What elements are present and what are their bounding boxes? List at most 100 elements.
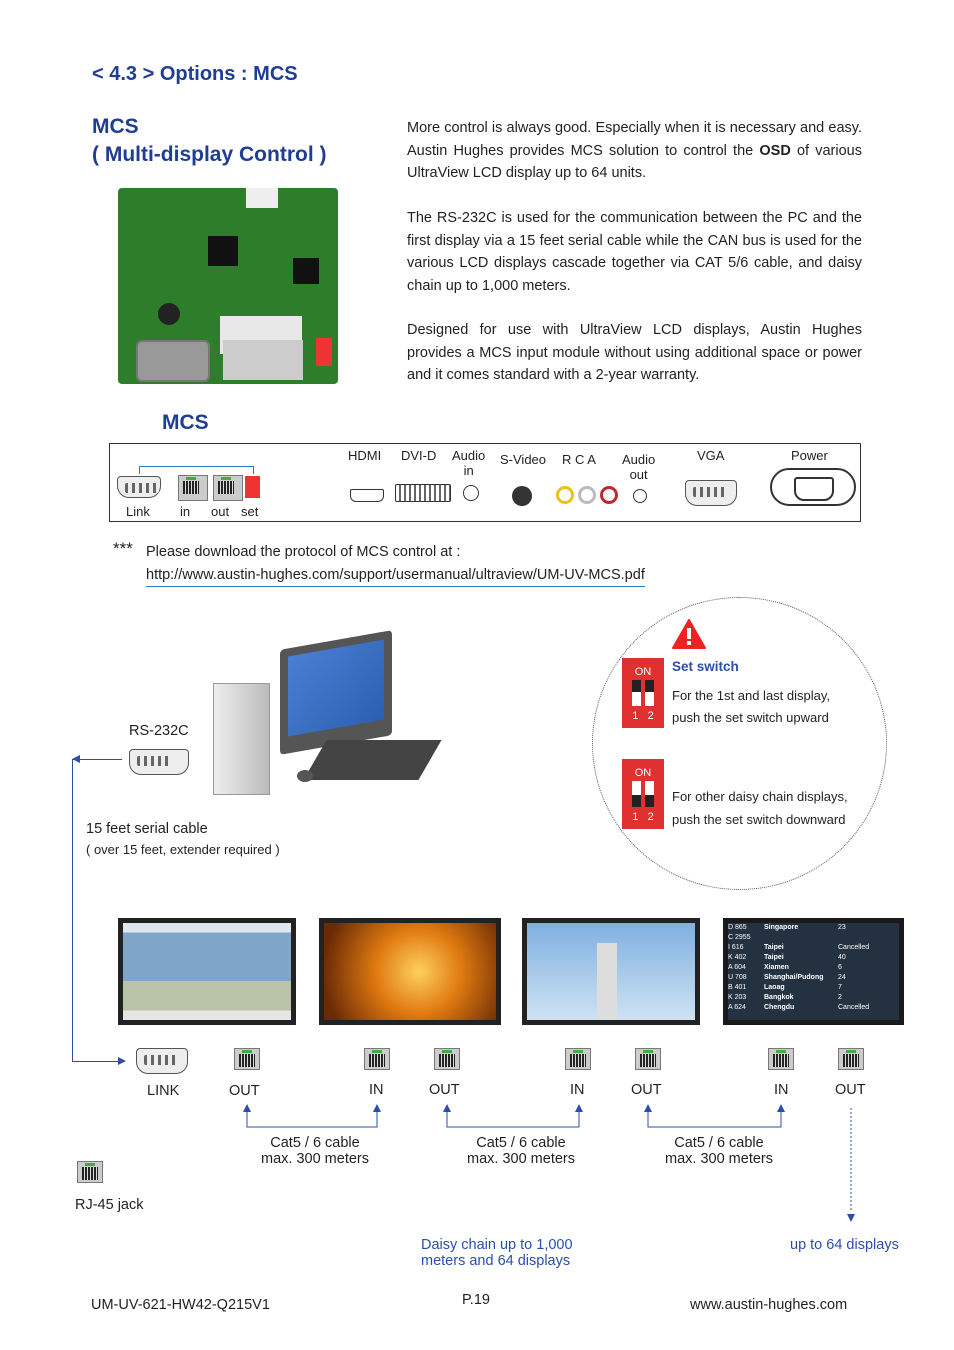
warning-icon: [672, 619, 706, 649]
dvid-port-icon: [395, 484, 451, 502]
panel-svideo-label: S-Video: [500, 452, 547, 467]
port-in-3-label: IN: [774, 1082, 789, 1098]
rca-yellow-icon: [556, 486, 574, 504]
other-line-1: For other daisy chain displays,: [672, 789, 848, 804]
heading-line-2: ( Multi-display Control ): [92, 143, 327, 166]
flight-board-cell: A 624: [728, 1004, 746, 1011]
audio-out-line-2: out: [629, 467, 648, 482]
flight-board-cell: Singapore: [764, 924, 799, 931]
audio-out-line-1: Audio: [622, 452, 656, 467]
daisy-line-2: meters and 64 displays: [421, 1253, 571, 1269]
cable-label: 15 feet serial cable: [86, 821, 208, 837]
intro-text-1b: of various UltraView LCD display up to 6…: [407, 142, 862, 182]
flight-board-cell: U 708: [728, 974, 747, 981]
flight-board-cell: Laoag: [764, 984, 785, 991]
cable-3-type: Cat5 / 6 cable: [674, 1135, 764, 1151]
rj45-port-3: [434, 1048, 460, 1070]
intro-paragraph-2: The RS-232C is used for the communicatio…: [407, 210, 862, 294]
flight-board-cell: B 401: [728, 984, 747, 991]
flight-board-cell: 6: [838, 964, 842, 971]
footer-website: www.austin-hughes.com: [690, 1297, 848, 1313]
panel-set-label: set: [241, 504, 259, 519]
hdmi-port-icon: [350, 489, 384, 502]
mcs-circuit-board-image: [118, 188, 338, 384]
mouse-icon: [297, 770, 313, 782]
first-last-line-2: push the set switch upward: [672, 710, 829, 725]
rca-red-icon: [600, 486, 618, 504]
set-switch-callout: [592, 597, 887, 890]
flight-board-cell: Shanghai/Pudong: [764, 974, 824, 981]
rj45-port-1: [234, 1048, 260, 1070]
section-title: < 4.3 > Options : MCS: [92, 63, 298, 85]
flight-board-row: C 2955: [728, 933, 899, 943]
port-link-label: LINK: [147, 1083, 180, 1099]
serial-cable-bottom: [72, 1061, 120, 1062]
page-heading: MCS ( Multi-display Control ): [92, 113, 326, 169]
rj45-port-6: [768, 1048, 794, 1070]
panel-dvid-label: DVI-D: [401, 448, 437, 463]
rj45-port-5: [635, 1048, 661, 1070]
flight-board-row: I 616 Taipei Cancelled: [728, 943, 899, 953]
audio-in-jack-icon: [463, 485, 479, 501]
flight-board-cell: 2: [838, 994, 842, 1001]
audio-in-line-2: in: [463, 463, 474, 478]
mcs-bracket: [139, 466, 254, 474]
flight-board-cell: K 203: [728, 994, 747, 1001]
flight-board-cell: Xiamen: [764, 964, 789, 971]
dip-switch-up-icon: ON 1 2: [622, 658, 664, 728]
rs232c-connector-icon: [129, 749, 189, 775]
footer-page-number: P.19: [462, 1292, 490, 1308]
out-port-icon: [213, 475, 243, 501]
set-switch-icon: [245, 476, 260, 498]
flight-board-cell: 40: [838, 954, 846, 961]
other-line-2: push the set switch downward: [672, 812, 846, 827]
flight-board-cell: K 402: [728, 954, 747, 961]
up-to-64-note: up to 64 displays: [790, 1237, 899, 1253]
flight-board-row: K 203 Bangkok 2: [728, 993, 899, 1003]
display-1-software: [118, 918, 296, 1025]
panel-hdmi-label: HDMI: [348, 448, 382, 463]
mcs-panel-label: MCS: [162, 411, 209, 434]
flight-board-cell: I 616: [728, 944, 744, 951]
pc-tower-icon: [213, 683, 270, 795]
serial-cable-line: [72, 759, 73, 1061]
set-switch-title: Set switch: [672, 659, 739, 674]
flight-board-cell: Bangkok: [764, 994, 794, 1001]
display-2-airplane: [319, 918, 501, 1025]
rj45-legend-label: RJ-45 jack: [75, 1197, 144, 1213]
flight-board-cell: Cancelled: [838, 1004, 870, 1011]
flight-board-cell: Cancelled: [838, 944, 870, 951]
rj45-legend-icon: [77, 1161, 103, 1183]
flight-board-cell: Taipei: [764, 954, 784, 961]
panel-vga-label: VGA: [697, 448, 725, 463]
protocol-download-link[interactable]: http://www.austin-hughes.com/support/use…: [146, 567, 645, 587]
flight-board-cell: Taipei: [764, 944, 784, 951]
note-stars: ***: [113, 539, 133, 558]
flight-board-row: K 402 Taipei 40: [728, 953, 899, 963]
vga-port-icon: [685, 480, 737, 506]
intro-paragraph-3: Designed for use with UltraView LCD disp…: [407, 322, 862, 383]
panel-rca-label: R C A: [562, 452, 596, 467]
flight-board-cell: Chengdu: [764, 1004, 795, 1011]
audio-out-jack-icon: [633, 489, 647, 503]
cable-note: ( over 15 feet, extender required ): [86, 842, 280, 857]
flight-board-cell: 23: [838, 924, 846, 931]
audio-in-line-1: Audio: [452, 448, 486, 463]
power-socket-icon: [770, 468, 856, 506]
cable-1-type: Cat5 / 6 cable: [270, 1135, 360, 1151]
first-last-line-1: For the 1st and last display,: [672, 688, 831, 703]
dip-switch-down-icon: ON 1 2: [622, 759, 664, 829]
cable-2-length: max. 300 meters: [467, 1151, 575, 1167]
link-connector-icon: [136, 1048, 188, 1074]
note-text: Please download the protocol of MCS cont…: [146, 544, 461, 560]
